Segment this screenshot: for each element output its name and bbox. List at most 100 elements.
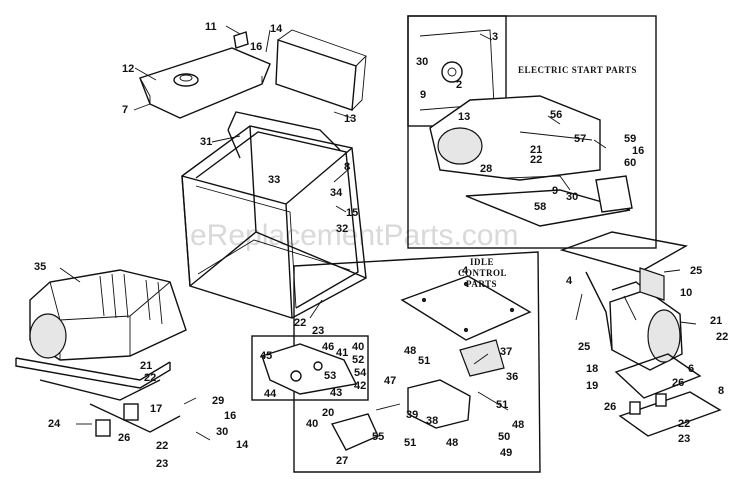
callout-label: 8 [344, 161, 350, 173]
callout-label: 35 [34, 261, 46, 273]
callout-label: 21 [530, 144, 542, 156]
callout-label: 47 [384, 375, 396, 387]
callout-label: 16 [250, 41, 262, 53]
callout-label: 27 [336, 455, 348, 467]
callout-label: 55 [372, 431, 384, 443]
callout-label: 9 [420, 89, 426, 101]
callout-label: 32 [336, 223, 348, 235]
control-caption: CONTROL [458, 268, 507, 278]
idle-caption: IDLE [470, 257, 494, 267]
callout-label: 39 [406, 409, 418, 421]
callout-label: 23 [678, 433, 690, 445]
callout-label: 51 [404, 437, 416, 449]
callout-label: 36 [506, 371, 518, 383]
callout-label: 15 [346, 207, 358, 219]
callout-label: 37 [500, 346, 512, 358]
callout-label: 14 [236, 439, 249, 451]
callout-label: 51 [418, 355, 430, 367]
callout-label: 20 [322, 407, 334, 419]
callout-label: 43 [330, 387, 342, 399]
callout-label: 22 [530, 154, 542, 166]
control-panel-plate [400, 275, 532, 341]
engine [15, 269, 187, 389]
callout-label: 28 [480, 163, 492, 175]
callout-label: 60 [624, 157, 636, 169]
callout-label: 45 [260, 350, 272, 362]
callout-label: 7 [122, 104, 128, 116]
callout-label: 22 [156, 440, 168, 452]
callout-label: 23 [312, 325, 324, 337]
idle-control-inset [251, 251, 541, 473]
callout-label: 29 [212, 395, 224, 407]
callout-label: 30 [416, 56, 428, 68]
callout-label: 22 [716, 331, 728, 343]
callout-label: 19 [586, 380, 598, 392]
callout-label: 16 [224, 410, 236, 422]
callout-label: 22 [678, 418, 690, 430]
callout-label: 59 [624, 133, 636, 145]
callout-label: 6 [688, 363, 694, 375]
callout-label: 13 [344, 113, 356, 125]
callout-label: 44 [264, 388, 277, 400]
generator-alternator [559, 231, 689, 371]
callout-label: 26 [672, 377, 684, 389]
callout-label: 50 [498, 431, 510, 443]
callout-label: 34 [330, 187, 343, 199]
callout-label: 21 [710, 315, 722, 327]
electric-start-inset [407, 15, 657, 249]
callout-label: 31 [200, 136, 212, 148]
callout-label: 17 [150, 403, 162, 415]
callout-label: 22 [294, 317, 306, 329]
callout-label: 57 [574, 133, 586, 145]
callout-label: 10 [680, 287, 692, 299]
callout-label: 14 [270, 23, 283, 35]
callout-label: 30 [566, 191, 578, 203]
callout-label: 21 [140, 360, 152, 372]
parts-caption: PARTS [466, 279, 497, 289]
callout-label: 40 [306, 418, 318, 430]
callout-label: 25 [690, 265, 702, 277]
fuel-cap [233, 31, 249, 49]
callout-labels: 11 14 16 12 7 13 31 33 8 34 15 32 35 22 … [34, 21, 728, 470]
callout-label: 26 [604, 401, 616, 413]
roll-frame [181, 111, 367, 319]
callout-label: 8 [718, 385, 724, 397]
callout-label: 51 [496, 399, 508, 411]
callout-label: 13 [458, 111, 470, 123]
callout-label: 48 [404, 345, 416, 357]
callout-label: 9 [552, 185, 558, 197]
callout-label: 52 [352, 354, 364, 366]
callout-label: 30 [216, 426, 228, 438]
callout-label: 16 [632, 145, 644, 157]
callout-label: 4 [462, 265, 469, 277]
callout-label: 24 [48, 418, 61, 430]
callout-label: 18 [586, 363, 598, 375]
callout-label: 26 [118, 432, 130, 444]
callout-label: 46 [322, 341, 334, 353]
callout-label: 48 [512, 419, 524, 431]
callout-label: 41 [336, 347, 348, 359]
muffler-box [275, 29, 367, 111]
callout-label: 58 [534, 201, 546, 213]
callout-label: 4 [566, 275, 573, 287]
engine-mount-base [39, 379, 181, 437]
generator-mount [614, 353, 722, 437]
callout-label: 11 [205, 21, 217, 33]
callout-label: 23 [156, 458, 168, 470]
callout-label: 53 [324, 370, 336, 382]
callout-label: 38 [426, 415, 438, 427]
callout-label: 48 [446, 437, 458, 449]
callout-label: 42 [354, 380, 366, 392]
callout-label: 22 [144, 372, 156, 384]
fuel-tank [139, 47, 271, 119]
callout-label: 12 [122, 63, 134, 75]
callout-label: 25 [578, 341, 590, 353]
callout-label: 2 [456, 79, 462, 91]
leader-lines [59, 25, 697, 441]
inset-captions: ELECTRIC START PARTS IDLE CONTROL PARTS [458, 65, 637, 289]
callout-label: 56 [550, 109, 562, 121]
callout-label: 49 [500, 447, 512, 459]
callout-label: 3 [492, 31, 498, 43]
electric-start-caption: ELECTRIC START PARTS [518, 65, 637, 75]
